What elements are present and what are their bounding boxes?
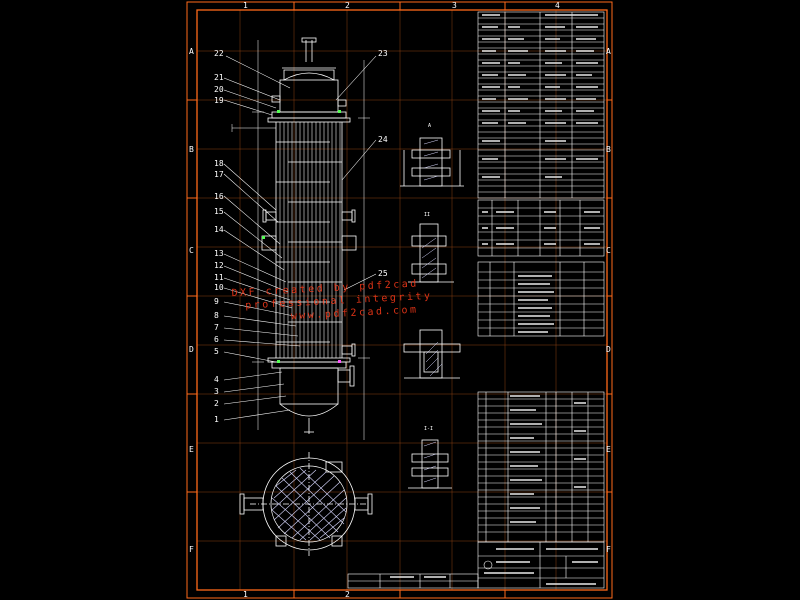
detail-view-1-hatch <box>423 139 439 181</box>
leader-6: 6 <box>214 335 219 344</box>
column-label-2: 2 <box>345 1 350 10</box>
row-label-a-right: A <box>606 47 611 56</box>
detail-view-4 <box>408 439 452 489</box>
row-label-b-right: B <box>606 145 611 154</box>
section-label-mid: II <box>424 212 430 218</box>
leader-4: 4 <box>214 375 219 384</box>
row-label-c: C <box>189 246 194 255</box>
design-data-table <box>477 11 605 199</box>
tube-bundle <box>279 122 341 358</box>
leader-19: 19 <box>214 96 224 105</box>
accent-markers <box>262 110 341 363</box>
parts-list <box>477 391 605 543</box>
leader-1: 1 <box>214 415 219 424</box>
parts-list-entries <box>510 395 586 523</box>
section-label-lower: I-I <box>424 426 433 432</box>
leader-5: 5 <box>214 347 219 356</box>
row-label-b: B <box>189 145 194 154</box>
column-label-3: 3 <box>452 1 457 10</box>
leader-18: 18 <box>214 159 224 168</box>
row-label-a: A <box>189 47 194 56</box>
leader-8: 8 <box>214 311 219 320</box>
plan-view <box>239 452 373 556</box>
leader-15: 15 <box>214 207 224 216</box>
leader-7: 7 <box>214 323 219 332</box>
column-label-1: 1 <box>243 1 248 10</box>
section-label-top: A <box>428 123 431 129</box>
row-label-f: F <box>189 545 194 554</box>
leader-9: 9 <box>214 297 219 306</box>
materials-table <box>477 261 605 337</box>
leader-23: 23 <box>378 49 388 58</box>
row-label-e: E <box>189 445 194 454</box>
column-label-1-bottom: 1 <box>243 590 248 599</box>
detail-view-3-hatch <box>425 341 443 377</box>
leader-numbers-right: 23 24 25 <box>378 49 388 278</box>
watermark: DXF created by pdf2cad professional inte… <box>231 278 432 322</box>
leader-13: 13 <box>214 249 224 258</box>
leader-2: 2 <box>214 399 219 408</box>
vessel-elevation <box>261 37 357 434</box>
leader-11: 11 <box>214 273 224 282</box>
zone-grid <box>197 10 607 590</box>
leader-14: 14 <box>214 225 224 234</box>
nozzle-table-entries <box>482 211 600 245</box>
detail-view-4-hatch <box>423 441 437 483</box>
design-data-table-entries <box>482 14 598 178</box>
detail-view-2 <box>408 223 454 283</box>
row-label-f-right: F <box>606 545 611 554</box>
materials-table-entries <box>518 275 554 333</box>
leader-numbers-left: 22 21 20 19 18 17 16 15 14 13 12 11 10 9… <box>214 49 224 424</box>
leader-16: 16 <box>214 192 224 201</box>
leader-3: 3 <box>214 387 219 396</box>
dimension-lines <box>231 40 370 440</box>
plan-view-tube-hatch <box>271 467 347 541</box>
leader-25: 25 <box>378 269 388 278</box>
drawing-frame <box>186 1 613 599</box>
title-block-entries <box>390 548 598 585</box>
leader-24: 24 <box>378 135 388 144</box>
row-label-c-right: C <box>606 246 611 255</box>
detail-view-3 <box>403 329 461 379</box>
leader-12: 12 <box>214 261 224 270</box>
leader-lines <box>223 55 377 421</box>
column-label-4: 4 <box>555 1 560 10</box>
leader-20: 20 <box>214 85 224 94</box>
row-label-d-right: D <box>606 345 611 354</box>
leader-17: 17 <box>214 170 224 179</box>
leader-22: 22 <box>214 49 224 58</box>
baffle-plates <box>276 141 342 343</box>
leader-21: 21 <box>214 73 224 82</box>
detail-view-2-hatch <box>421 237 437 279</box>
column-label-2-bottom: 2 <box>345 590 350 599</box>
title-block <box>347 541 605 589</box>
row-label-e-right: E <box>606 445 611 454</box>
nozzle-table <box>477 199 605 257</box>
detail-view-1 <box>400 137 464 187</box>
leader-10: 10 <box>214 283 224 292</box>
row-label-d: D <box>189 345 194 354</box>
